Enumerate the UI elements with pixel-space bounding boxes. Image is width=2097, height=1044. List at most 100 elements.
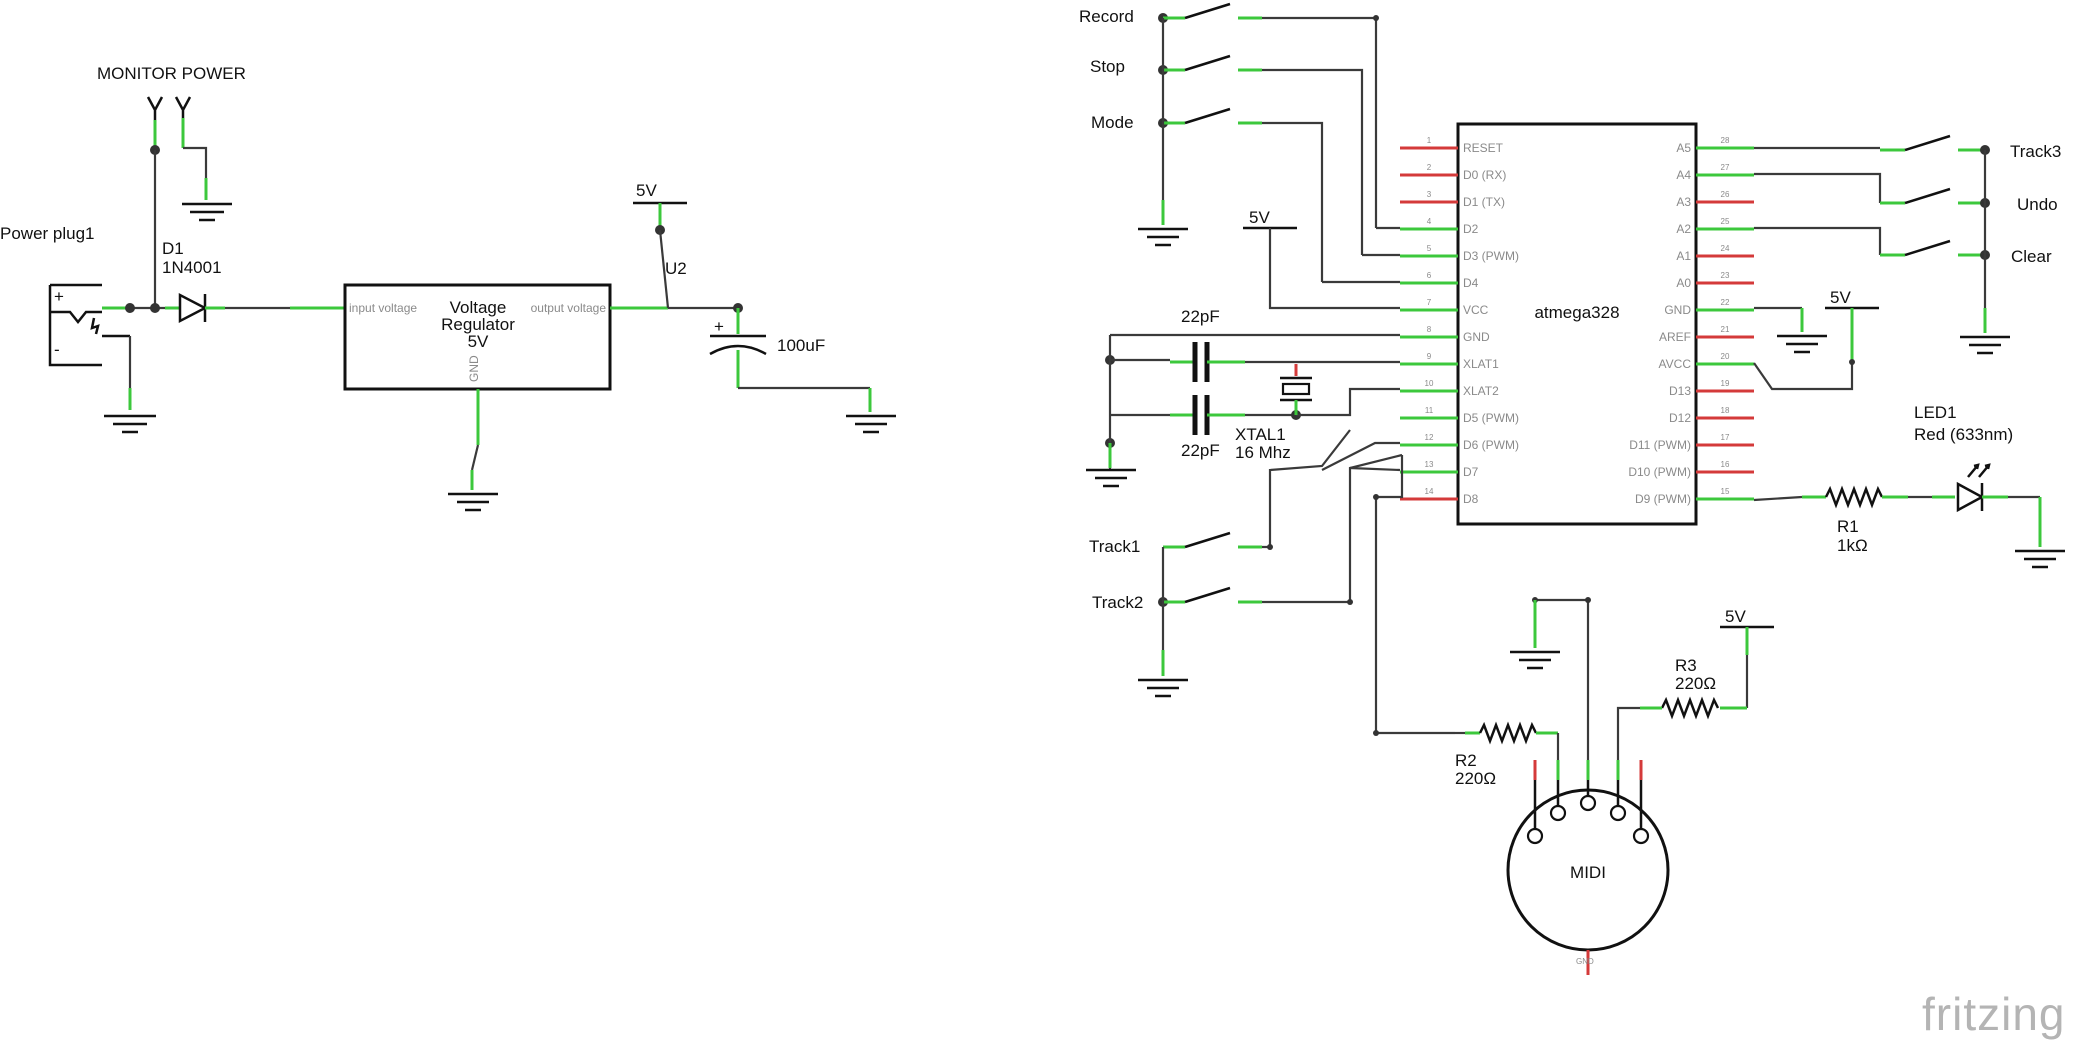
power-5v-label: 5V	[636, 181, 657, 200]
led-section: LED1 Red (633nm) R1 1kΩ	[1753, 403, 2065, 569]
r3-ref-label: R3	[1675, 656, 1697, 675]
mcu-pin-number: 2	[1427, 163, 1432, 172]
switch-undo-icon	[1904, 187, 1951, 205]
switch-track2-icon	[1184, 586, 1231, 604]
r1-value-label: 1kΩ	[1837, 536, 1868, 555]
capacitor-22pf-bottom-icon	[1192, 395, 1210, 435]
reg-gnd-pin: GND	[467, 355, 481, 382]
mcu-pin-label: D1 (TX)	[1463, 195, 1505, 209]
led-icon	[1956, 463, 1991, 513]
mcu-pin-number: 23	[1721, 271, 1730, 280]
mcu-pin-number: 3	[1427, 190, 1432, 199]
xtal-value-label: 16 Mhz	[1235, 443, 1291, 462]
mcu-pin-label: D5 (PWM)	[1463, 411, 1519, 425]
mcu-pin-label: D10 (PWM)	[1628, 465, 1691, 479]
mcu-pin-label: D2	[1463, 222, 1479, 236]
mcu-pin-number: 22	[1721, 298, 1730, 307]
monitor-pin1-icon	[146, 96, 164, 120]
mcu-pin-number: 16	[1721, 460, 1730, 469]
midi-section: R2 220Ω 5V R3 220Ω MIDI GND	[1455, 597, 1774, 975]
midi-gnd-pin: GND	[1576, 957, 1594, 966]
midi-pin-2	[1579, 794, 1597, 812]
crystal-section: 5V 22pF 22pF XTAL1 16 Mhz	[1086, 208, 1400, 488]
mcu-pin-number: 25	[1721, 217, 1730, 226]
mcu-name-label: atmega328	[1534, 303, 1619, 322]
switch-stop-icon	[1184, 54, 1231, 72]
mcu-pin-label: A2	[1676, 222, 1691, 236]
mcu-pin-label: A1	[1676, 249, 1691, 263]
switch-track2-label: Track2	[1092, 593, 1143, 612]
ground-icon	[104, 414, 156, 434]
resistor-r2-icon	[1478, 721, 1538, 745]
mcu-pin-label: D11 (PWM)	[1629, 438, 1691, 452]
mcu-pin-label: AREF	[1659, 330, 1691, 344]
switch-track1-label: Track1	[1089, 537, 1140, 556]
mcu-pin-label: XLAT1	[1463, 357, 1499, 371]
mcu-pin-number: 26	[1721, 190, 1730, 199]
resistor-r1-icon	[1824, 485, 1884, 509]
power-plug-icon	[48, 283, 130, 367]
d1-value-label: 1N4001	[162, 258, 222, 277]
reg-output-pin: output voltage	[531, 301, 607, 315]
mcu-pin-label: GND	[1463, 330, 1490, 344]
mcu-pin-label: D4	[1463, 276, 1479, 290]
mcu-body	[1456, 122, 1698, 526]
mcu-pin-number: 24	[1721, 244, 1730, 253]
ground-icon	[1138, 227, 1188, 247]
ground-icon	[1138, 678, 1188, 698]
mcu-pin-label: D12	[1669, 411, 1691, 425]
mcu-pin-number: 21	[1721, 325, 1730, 334]
switch-track3-icon	[1904, 134, 1951, 152]
mcu-pin-label: D7	[1463, 465, 1479, 479]
voltage-regulator-box	[343, 283, 612, 391]
r1-ref-label: R1	[1837, 517, 1859, 536]
ground-icon	[1510, 650, 1560, 670]
midi-pin-4	[1609, 804, 1627, 822]
diode-d1-icon	[178, 292, 208, 324]
ground-icon	[182, 202, 232, 222]
mcu-pin-number: 14	[1425, 487, 1434, 496]
midi-name-label: MIDI	[1570, 863, 1606, 882]
mcu-pin-label: A3	[1676, 195, 1691, 209]
capacitor-22pf-top-icon	[1192, 342, 1210, 382]
mcu-pin-label: AVCC	[1659, 357, 1692, 371]
plug-plus-sign: +	[54, 287, 64, 306]
switch-track3-label: Track3	[2010, 142, 2061, 161]
mcu-pin-label: A5	[1676, 141, 1691, 155]
switch-mode-icon	[1184, 107, 1231, 125]
reg-input-pin: input voltage	[349, 301, 417, 315]
led-value-label: Red (633nm)	[1914, 425, 2013, 444]
mcu-pin-number: 17	[1721, 433, 1730, 442]
power-section: MONITOR POWER Power plug1 + -	[0, 64, 896, 512]
switch-mode-label: Mode	[1091, 113, 1134, 132]
mcu-pin-number: 5	[1427, 244, 1432, 253]
ground-icon	[846, 414, 896, 434]
xtal-ref-label: XTAL1	[1235, 425, 1286, 444]
ground-icon	[1960, 335, 2010, 355]
midi-5v-label: 5V	[1725, 607, 1746, 626]
mcu-pin-number: 11	[1425, 406, 1434, 415]
resistor-r3-icon	[1660, 696, 1720, 720]
switch-record-label: Record	[1079, 7, 1134, 26]
mcu-pin-number: 27	[1721, 163, 1730, 172]
mcu-pin-label: D0 (RX)	[1463, 168, 1506, 182]
midi-pin-1	[1632, 827, 1650, 845]
right-switches: Track3 Undo Clear	[1754, 134, 2061, 355]
power-plug-label: Power plug1	[0, 224, 95, 243]
switch-clear-icon	[1904, 239, 1951, 257]
monitor-pin2-icon	[174, 96, 192, 118]
mcu-pin-label: GND	[1664, 303, 1691, 317]
switch-record-icon	[1184, 2, 1231, 20]
switch-clear-label: Clear	[2011, 247, 2052, 266]
switch-track1-icon	[1184, 531, 1231, 549]
left-switches: Record Stop Mode Track1 Track2	[1079, 2, 1403, 698]
mcu-pin-label: D3 (PWM)	[1463, 249, 1519, 263]
mcu-pin-label: A4	[1676, 168, 1691, 182]
mcu-pin-label: VCC	[1463, 303, 1489, 317]
mcu-pin-number: 10	[1425, 379, 1434, 388]
mcu-right-pins: 28A527A426A325A224A123A022GND21AREF20AVC…	[1628, 136, 1754, 506]
plug-minus-sign: -	[54, 340, 60, 359]
